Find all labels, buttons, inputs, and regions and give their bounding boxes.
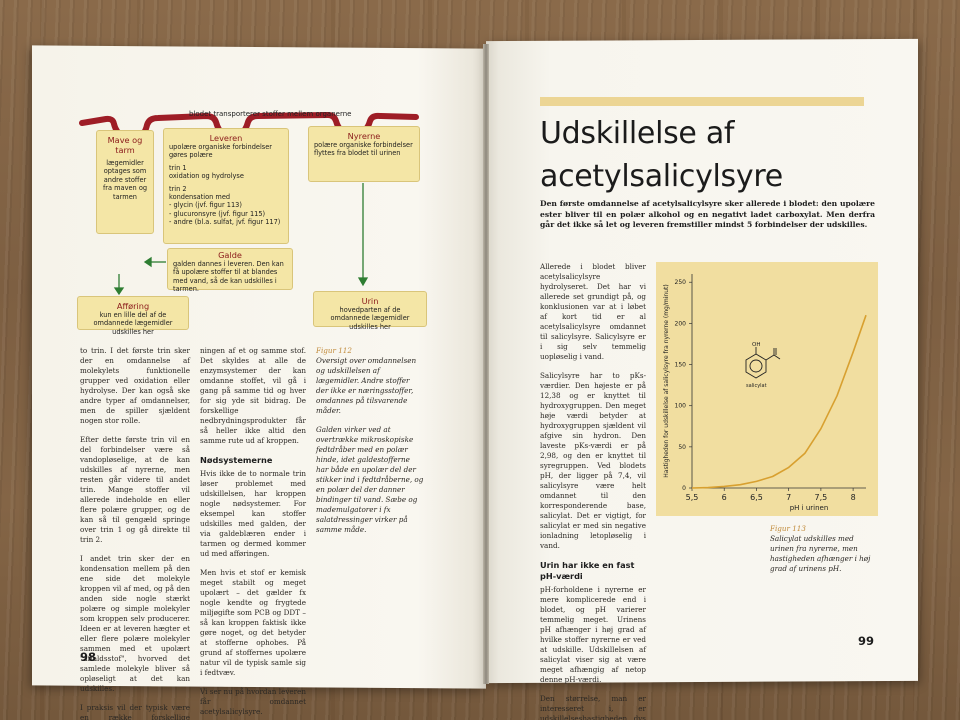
chart-marks — [691, 314, 867, 489]
box-afforing: Afføring kun en lille del af de omdanned… — [77, 296, 189, 336]
paragraph: Den størrelse, man er interesseret i, er… — [540, 694, 646, 720]
salicylate-structure-icon — [745, 347, 781, 379]
trin2-item: - glucuronsyre (jvf. figur 115) — [169, 209, 266, 218]
title-line-1: Udskillelse af — [540, 116, 735, 151]
paragraph: Salicylsyre har to pKs-værdier. Den høje… — [540, 371, 646, 550]
x-tick-label: 5,5 — [686, 493, 699, 502]
galde-note: Galden virker ved at overtrække mikrosko… — [316, 425, 424, 534]
trin2-item: - andre (bl.a. sulfat, jvf. figur 117) — [169, 218, 281, 227]
nyrerne-title: Nyrerne — [347, 131, 381, 141]
chart-axes: 5,5 6 6,5 7 7,5 8 0 50 100 150 200 250 pH i urinen Ha… — [663, 274, 866, 512]
page-number-left: 98 — [80, 650, 97, 664]
urin-title: Urin — [361, 296, 379, 306]
paragraph: Vi ser nu på hvordan leveren får omdanne… — [200, 687, 306, 716]
leveren-title: Leveren — [209, 133, 243, 143]
paragraph: ningen af et og samme stof. Det skyldes … — [200, 346, 306, 445]
box-galde: Galde galden dannes i leveren. Den kan f… — [167, 248, 293, 293]
x-tick-label: 8 — [851, 493, 856, 502]
trin2-text: kondensation med — [169, 193, 231, 202]
trin1-head: trin 1 — [169, 163, 187, 172]
galde-title: Galde — [218, 250, 242, 260]
x-tick-label: 6,5 — [750, 493, 763, 502]
paragraph: to trin. I det første trin sker der en o… — [80, 346, 190, 425]
molecule-label: salicylat — [746, 383, 767, 389]
bar-caption: blodet transporterer stoffer mellem orga… — [189, 110, 352, 118]
box-nyrerne: Nyrerne polære organiske forbindelser fl… — [308, 126, 420, 182]
page-number-right: 99 — [858, 634, 875, 648]
figure-112-text: Oversigt over omdannelsen og udskillelse… — [316, 356, 417, 415]
section-heading-urin: Urin har ikke en fast pH-værdi — [540, 560, 635, 581]
leveren-intro: upolære organiske forbindelser gøres pol… — [169, 143, 273, 160]
paragraph: Men hvis et stof er kemisk meget stabilt… — [200, 568, 306, 677]
y-tick-label: 50 — [678, 444, 686, 451]
title-accent-bar — [540, 97, 864, 106]
right-column: Allerede i blodet bliver acetylsalicylsy… — [540, 262, 646, 720]
x-tick-label: 6 — [722, 493, 727, 502]
figure-112-caption: Figur 112 Oversigt over omdannelsen og u… — [316, 346, 424, 535]
paragraph: I praksis vil der typisk være en række f… — [80, 703, 190, 720]
figure-113-text: Salicylat udskilles med urinen fra nyrer… — [770, 534, 871, 573]
paragraph: I andet trin sker der en kondensation me… — [80, 554, 190, 693]
figure-112-label: Figur 112 — [316, 346, 352, 355]
title-line-2: acetylsalicylsyre — [540, 159, 783, 194]
left-column-2: ningen af et og samme stof. Det skyldes … — [200, 346, 306, 717]
y-tick-label: 100 — [675, 403, 687, 410]
arrowhead-mave — [113, 287, 125, 296]
nyrerne-text: polære organiske forbindelser flyttes fr… — [314, 141, 413, 158]
urin-text: hovedparten af de omdannede lægemidler u… — [330, 306, 410, 331]
page-title: Udskillelse af acetylsalicylsyre — [540, 112, 783, 198]
y-tick-label: 150 — [675, 362, 687, 369]
y-tick-label: 200 — [675, 320, 687, 327]
paragraph: pH-forholdene i nyrerne er mere komplice… — [540, 585, 646, 684]
afforing-text: kun en lille del af de omdannede lægemid… — [93, 311, 173, 336]
left-column-1: to trin. I det første trin sker der en o… — [80, 346, 190, 720]
mave-text: lægemidler optages som andre stoffer fra… — [102, 159, 148, 201]
oh-label: OH — [752, 342, 760, 348]
box-urin: Urin hovedparten af de omdannede lægemid… — [313, 291, 427, 331]
x-tick-label: 7 — [786, 493, 791, 502]
lead-paragraph: Den første omdannelse af acetylsalicylsy… — [540, 199, 875, 230]
arrowhead-galde — [143, 256, 152, 268]
box-leveren: Leveren upolære organiske forbindelser g… — [163, 128, 289, 244]
x-axis-label: pH i urinen — [790, 504, 829, 512]
mave-title: Mave og tarm — [107, 135, 143, 155]
afforing-title: Afføring — [116, 301, 150, 311]
excretion-rate-chart: 5,5 6 6,5 7 7,5 8 0 50 100 150 200 250 pH i urinen Ha… — [663, 274, 867, 512]
y-tick-label: 250 — [675, 279, 687, 286]
paragraph: Hvis ikke de to normale trin løser probl… — [200, 469, 306, 558]
figure-113-panel: 5,5 6 6,5 7 7,5 8 0 50 100 150 200 250 pH i urinen Ha… — [656, 262, 878, 516]
trin2-item: - glycin (jvf. figur 113) — [169, 201, 242, 210]
box-mave-tarm: Mave og tarm lægemidler optages som andr… — [96, 130, 154, 234]
galde-text: galden dannes i leveren. Den kan få upol… — [173, 260, 284, 294]
trin1-text: oxidation og hydrolyse — [169, 172, 244, 181]
figure-113-caption: Figur 113 Salicylat udskilles med urinen… — [770, 524, 874, 574]
y-tick-label: 0 — [682, 485, 686, 492]
figure-113-label: Figur 113 — [770, 524, 806, 533]
book-gutter — [483, 44, 489, 684]
arrowhead-nyrerne — [357, 277, 369, 287]
paragraph: Allerede i blodet bliver acetylsalicylsy… — [540, 262, 646, 361]
y-axis-label: Hastigheden for udskillelse af salicylsy… — [663, 284, 670, 477]
trin2-head: trin 2 — [169, 184, 187, 193]
x-tick-label: 7,5 — [815, 493, 828, 502]
paragraph: Efter dette første trin vil en del forbi… — [80, 435, 190, 544]
section-heading-nodsystemerne: Nødsystemerne — [200, 455, 273, 465]
excretion-curve — [691, 314, 867, 489]
